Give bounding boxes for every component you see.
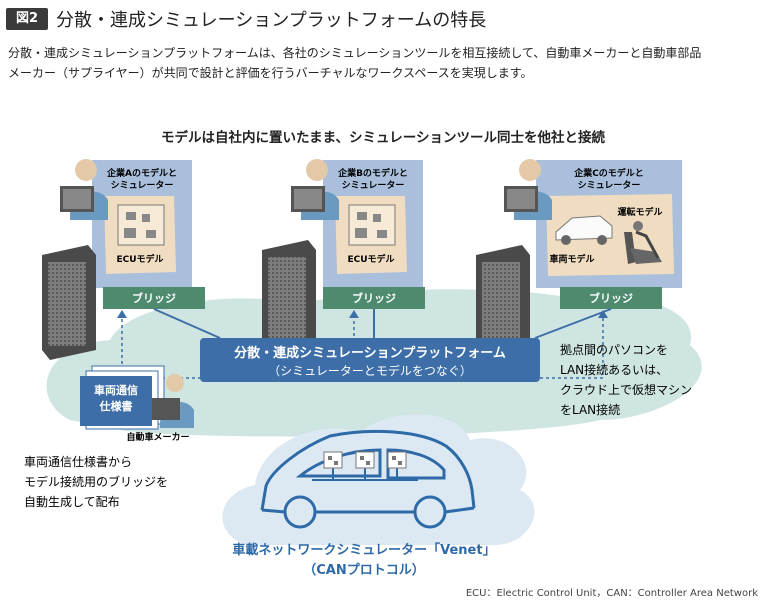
company-c-driver-model-label: 運転モデル [617,206,662,218]
note-left-line-1: 車両通信仕様書から [24,455,132,469]
spec-line-1: 車両通信 [94,383,138,397]
description-line-2: メーカー（サプライヤー）が共同で設計と評価を行うバーチャルなワークスペースを実現… [8,66,533,80]
company-a-title-1: 企業Aのモデルと [106,167,177,179]
company-a-group: 企業Aのモデルと シミュレーター ECUモデル ブリッジ [42,159,205,360]
driver-seat-icon [624,221,662,264]
platform-box [200,338,540,382]
footnote: ECU：Electric Control Unit，CAN：Controller… [466,588,758,599]
platform-title: 分散・連成シミュレーションプラットフォーム [234,345,506,361]
server-tower-icon [476,245,530,360]
server-tower-icon [42,245,96,360]
company-a-title-2: シミュレーター [111,179,174,191]
description-line-1: 分散・連成シミュレーションプラットフォームは、各社のシミュレーションツールを相互… [8,46,702,60]
company-c-group: 企業Cのモデルと シミュレーター 運転モデル 車両モデル ブリッジ [476,159,682,360]
note-right-line-1: 拠点間のパソコンを [560,343,668,357]
company-a-bridge-label: ブリッジ [132,291,176,305]
company-c-title-1: 企業Cのモデルと [573,167,644,179]
company-a-bridge [103,287,205,309]
ecu-node-icons [323,451,407,469]
company-b-title-2: シミュレーター [342,179,405,191]
company-a-model-label: ECUモデル [116,253,163,265]
person-at-computer-icon [504,159,552,220]
note-left-line-2: モデル接続用のブリッジを [24,474,168,489]
ecu-chip-icon [117,204,165,246]
venet-line-1: 車載ネットワークシミュレーター「Venet」 [232,542,495,558]
arrow-heads [117,310,608,318]
person-at-computer-icon [291,159,339,220]
venet-line-2: （CANプロトコル） [303,562,424,578]
server-tower-icon [262,240,316,355]
note-left-line-3: 自動生成して配布 [24,495,120,509]
company-c-vehicle-model-label: 車両モデル [549,253,594,265]
person-at-computer-icon [60,159,108,220]
figure-badge: 図2 [6,8,48,30]
company-b-model-label: ECUモデル [347,253,394,265]
connector-lines [153,308,612,339]
spec-document-icon [80,365,165,430]
can-bus-line [312,468,418,481]
note-right-line-2: LAN接続あるいは、 [560,362,668,377]
company-c-bridge-label: ブリッジ [589,291,633,305]
automaker-label: 自動車メーカー [126,431,189,443]
company-b-title-1: 企業Bのモデルと [337,167,408,179]
note-right-line-3: クラウド上で仮想マシン [560,382,692,397]
company-b-group: 企業Bのモデルと シミュレーター ECUモデル ブリッジ [262,159,425,355]
spec-line-2: 仕様書 [99,399,133,413]
figure-title: 分散・連成シミュレーションプラットフォームの特長 [56,10,487,31]
car-outline-icon [260,429,476,529]
company-b-bridge-label: ブリッジ [352,291,396,305]
company-b-bridge [323,287,425,309]
platform-subtitle: （シミュレーターとモデルをつなぐ） [268,363,472,378]
note-right-line-4: をLAN接続 [560,402,620,417]
ecu-chip-icon [348,204,396,246]
company-c-title-2: シミュレーター [578,179,641,191]
diagram-subheading: モデルは自社内に置いたまま、シミュレーションツール同士を他社と接続 [160,130,605,146]
person-at-computer-icon [152,374,194,428]
company-c-bridge [560,287,662,309]
car-chassis-icon [555,215,613,245]
